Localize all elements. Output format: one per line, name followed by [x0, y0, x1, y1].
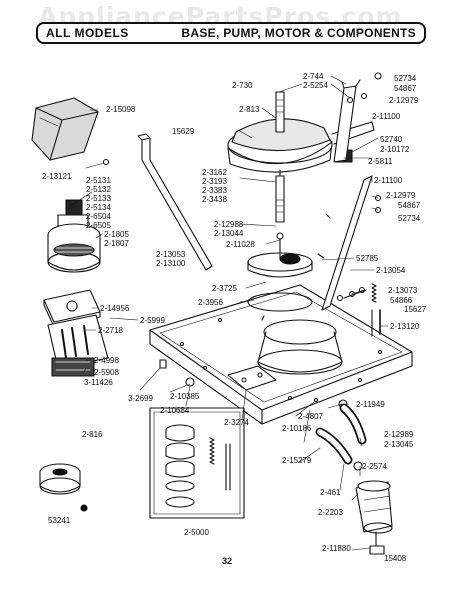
part-label-2-3193: 2-3193: [202, 177, 227, 186]
repair-kit-box: [149, 407, 245, 519]
part-label-2-461: 2-461: [320, 488, 341, 497]
part-label-2-3274: 2-3274: [224, 418, 249, 427]
part-label-54866: 54866: [390, 296, 413, 305]
part-label-2-11880: 2-11880: [322, 544, 351, 553]
part-label-2-11100-top: 2-11100: [372, 112, 401, 121]
leader-lines: [69, 75, 389, 551]
part-label-2-4807: 2-4807: [298, 412, 323, 421]
part-label-2-2203: 2-2203: [318, 508, 343, 517]
part-label-2-14956: 2-14956: [100, 304, 130, 313]
part-label-2-12979-mid: 2-12979: [386, 191, 416, 200]
drive-pulley: [39, 463, 88, 512]
part-label-2-5908: 2-5908: [94, 368, 119, 377]
part-label-2-5132: 2-5132: [86, 185, 111, 194]
part-label-2-11100-mid: 2-11100: [374, 176, 403, 185]
transmission-housing: [227, 91, 375, 223]
part-label-54867-top: 54867: [394, 84, 417, 93]
part-label-2-10172: 2-10172: [380, 145, 410, 154]
misc-fasteners: [102, 158, 331, 403]
part-label-3-2699: 3-2699: [128, 394, 153, 403]
part-label-2-15279: 2-15279: [282, 456, 312, 465]
motor-cover: [31, 97, 99, 161]
part-label-2-11028: 2-11028: [226, 240, 255, 249]
part-label-2-816: 2-816: [82, 430, 103, 439]
part-label-15408: 15408: [384, 554, 407, 563]
part-label-2-5134: 2-5134: [86, 203, 111, 212]
part-label-52734-top: 52734: [394, 74, 417, 83]
hoses: [315, 403, 367, 471]
header-models: ALL MODELS: [46, 26, 129, 40]
part-label-2-3438: 2-3438: [202, 195, 227, 204]
part-label-2-1807: 2-1807: [104, 239, 129, 248]
part-label-3-11426: 3-11426: [84, 378, 113, 387]
part-label-2-5254: 2-5254: [303, 81, 328, 90]
part-label-2-730: 2-730: [232, 81, 253, 90]
part-label-52734-mid: 52734: [398, 214, 421, 223]
part-label-15629: 15629: [172, 127, 195, 136]
part-label-2-13054: 2-13054: [376, 266, 406, 275]
part-label-2-2718: 2-2718: [98, 326, 123, 335]
part-label-15627: 15627: [404, 305, 427, 314]
motor-assembly: [47, 199, 101, 273]
part-label-2-12979-top: 2-12979: [389, 96, 419, 105]
part-label-53241: 53241: [48, 516, 71, 525]
leg-brackets: [137, 79, 373, 311]
part-label-2-5131: 2-5131: [86, 176, 111, 185]
clutch-pulley: [247, 232, 313, 312]
part-label-2-6504: 2-6504: [86, 212, 111, 221]
part-label-2-5000: 2-5000: [184, 528, 209, 537]
part-label-2-5999: 2-5999: [140, 316, 165, 325]
part-label-2-13120: 2-13120: [390, 322, 420, 331]
part-label-2-4998: 2-4998: [94, 356, 119, 365]
part-label-2-13121: 2-13121: [42, 172, 72, 181]
part-label-2-3162: 2-3162: [202, 168, 227, 177]
header-section-title: BASE, PUMP, MOTOR & COMPONENTS: [181, 26, 416, 40]
part-label-2-744: 2-744: [303, 72, 324, 81]
part-label-2-6505: 2-6505: [86, 221, 111, 230]
page-number: 32: [222, 556, 233, 566]
part-label-2-13045: 2-13045: [384, 440, 414, 449]
part-label-2-10684: 2-10684: [160, 406, 190, 415]
part-label-2-3725: 2-3725: [212, 284, 237, 293]
part-label-2-13073: 2-13073: [388, 286, 418, 295]
part-label-2-12989: 2-12989: [384, 430, 414, 439]
pump-mount-plate: [43, 289, 109, 377]
part-label-52740: 52740: [380, 135, 403, 144]
part-label-2-3383: 2-3383: [202, 186, 227, 195]
part-label-2-5133: 2-5133: [86, 194, 111, 203]
part-label-2-3956: 2-3956: [198, 298, 223, 307]
part-label-2-5811: 2-5811: [368, 157, 393, 166]
part-label-2-13044: 2-13044: [214, 229, 244, 238]
drain-pump: [355, 480, 393, 555]
part-label-2-12988: 2-12988: [214, 220, 244, 229]
header-banner: ALL MODELS BASE, PUMP, MOTOR & COMPONENT…: [36, 22, 426, 44]
part-label-54867-mid: 54867: [398, 201, 421, 210]
part-label-2-13100: 2-13100: [156, 259, 186, 268]
part-label-2-813: 2-813: [239, 105, 260, 114]
part-label-52785: 52785: [356, 254, 379, 263]
part-label-2-2574: 2-2574: [362, 462, 387, 471]
part-label-2-13053: 2-13053: [156, 250, 186, 259]
part-label-2-15098: 2-15098: [106, 105, 136, 114]
part-label-2-11949: 2-11949: [356, 400, 385, 409]
part-label-2-10186: 2-10186: [282, 424, 312, 433]
part-label-2-1805: 2-1805: [104, 230, 129, 239]
part-label-2-10385: 2-10385: [170, 392, 200, 401]
